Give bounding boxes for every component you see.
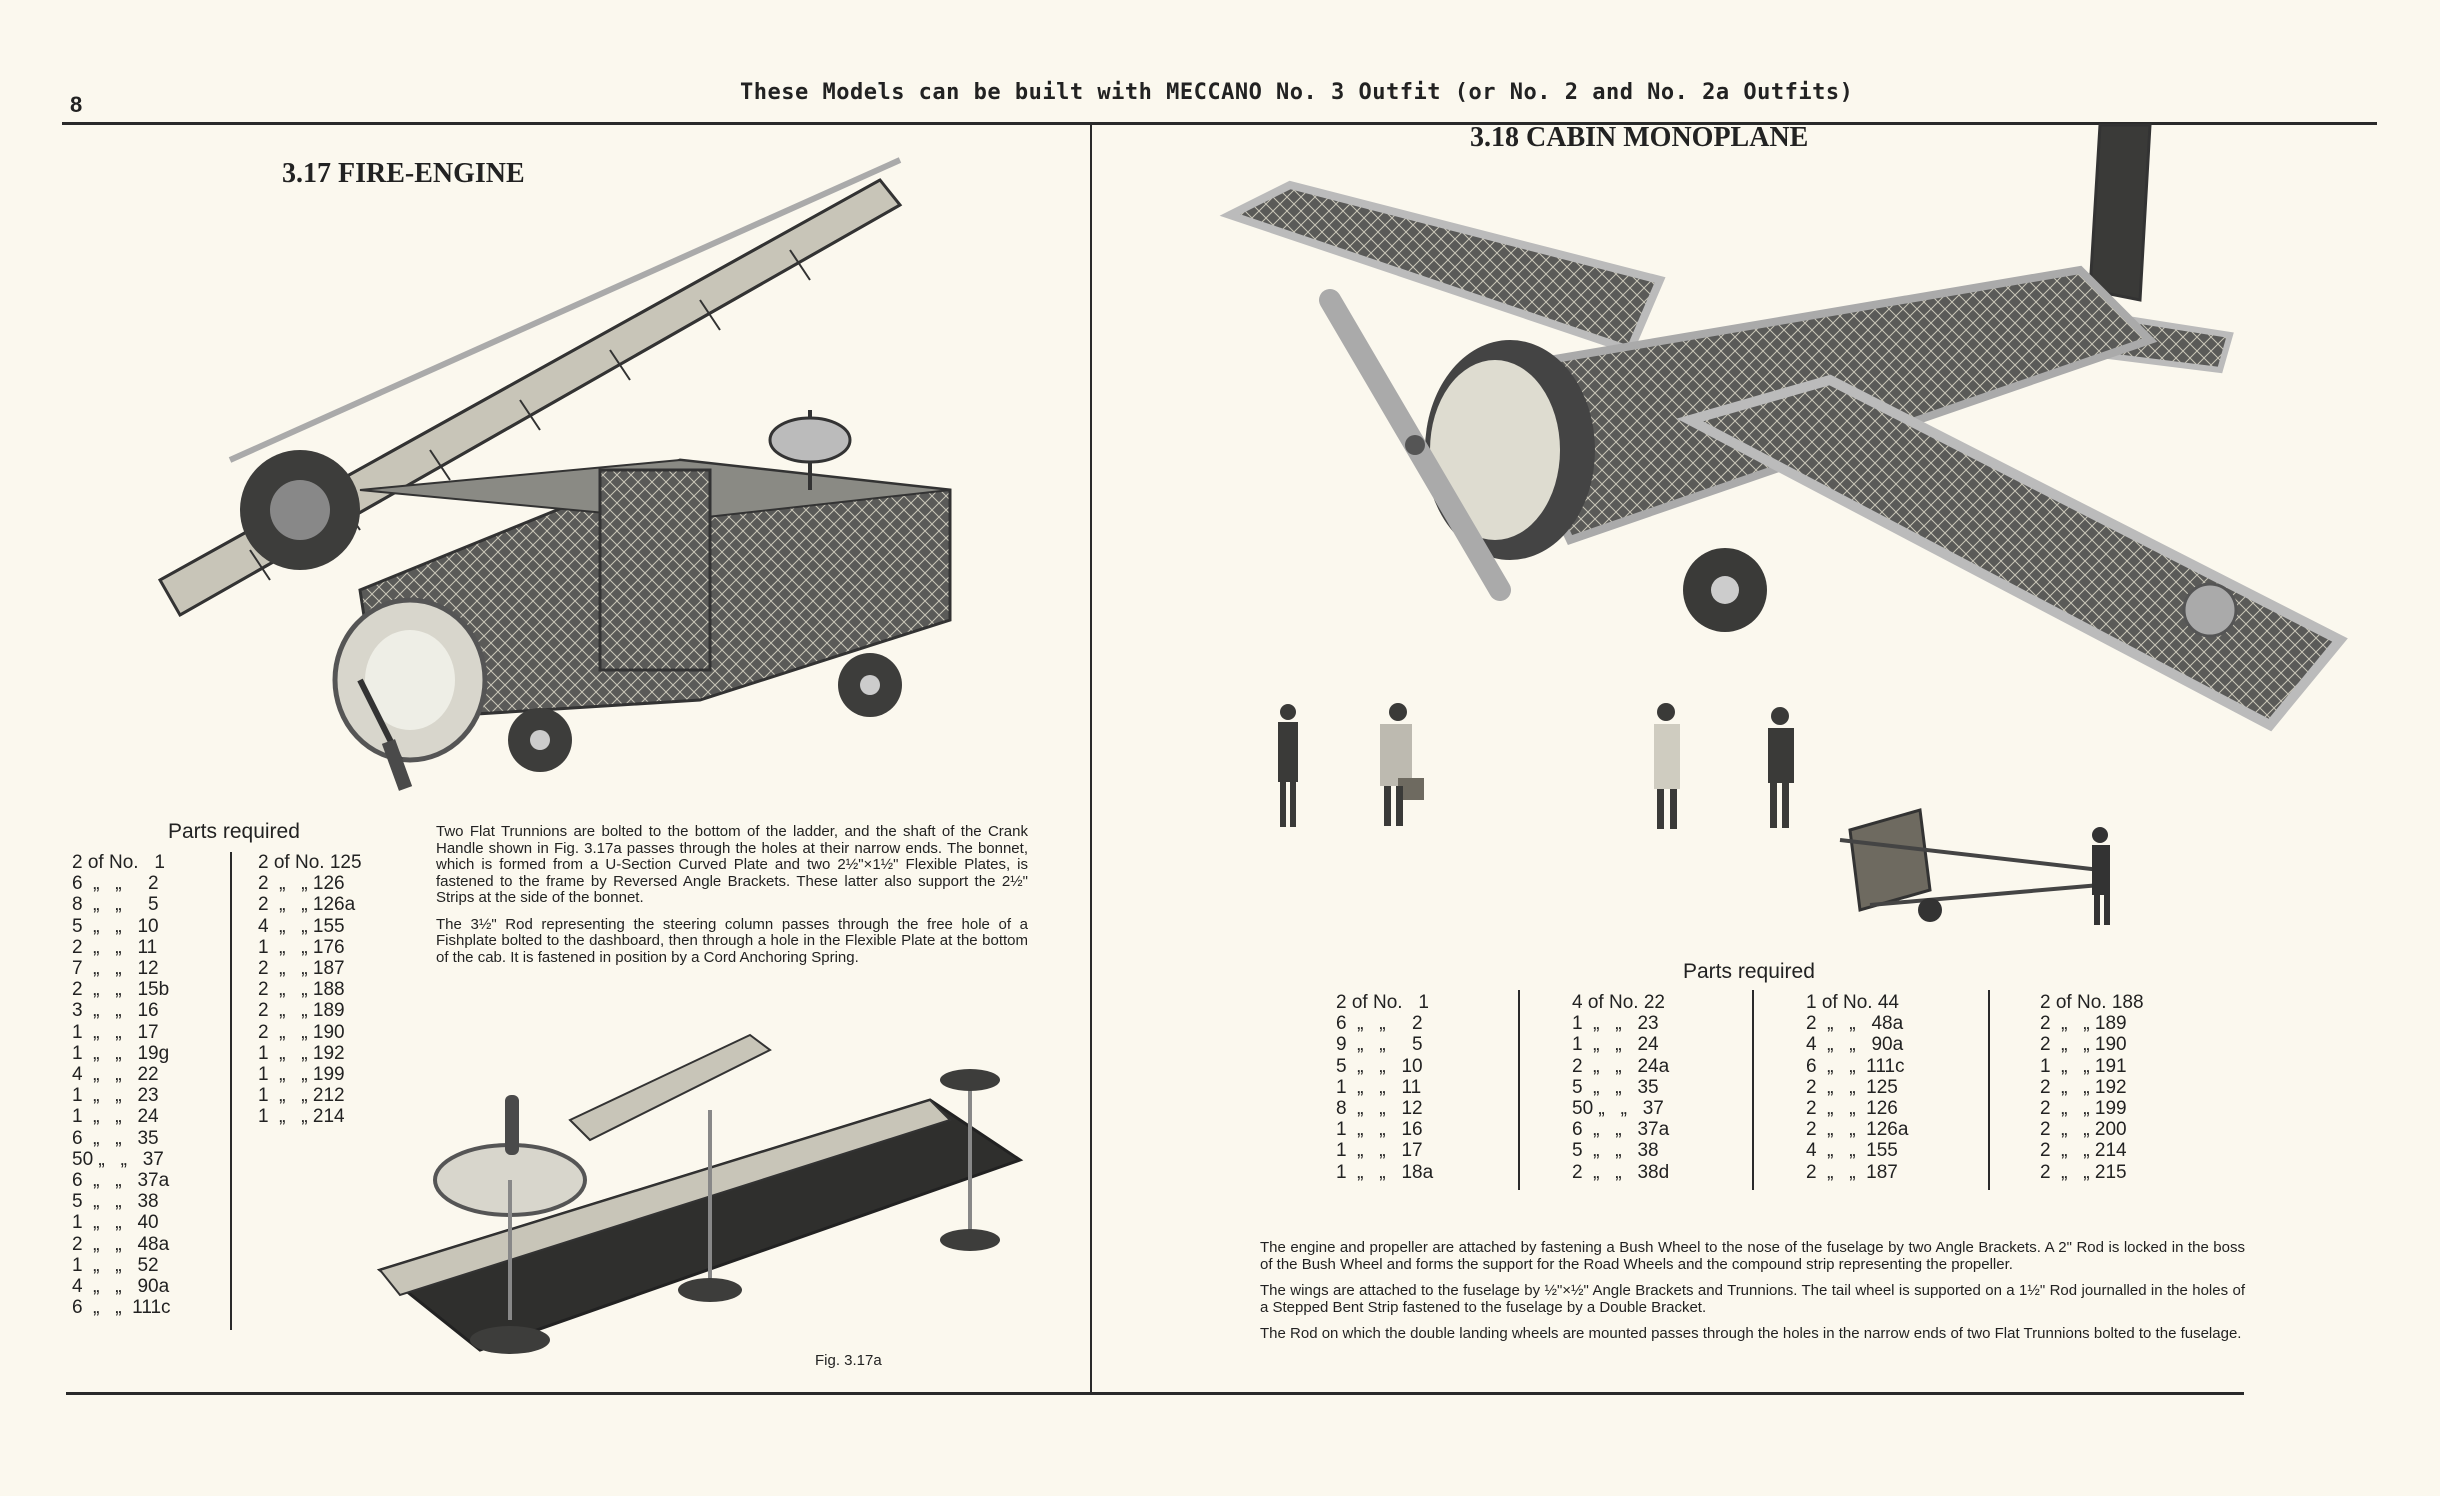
fire-engine-illustration — [157, 157, 952, 791]
monoplane-paragraph-3: The Rod on which the double landing whee… — [1260, 1325, 2242, 1342]
page-number: 8 — [70, 92, 83, 117]
fire-engine-underside-illustration — [376, 1033, 1024, 1354]
monoplane-illustration — [1219, 123, 2348, 732]
monoplane-parts-heading: Parts required — [1683, 960, 1815, 983]
fire-engine-description: Two Flat Trunnions are bolted to the bot… — [436, 823, 1028, 976]
monoplane-title: 3.18 CABIN MONOPLANE — [1470, 122, 1809, 153]
fig-caption: Fig. 3.17a — [815, 1352, 882, 1369]
figures-illustration — [1278, 703, 1794, 829]
monoplane-divider-2 — [1752, 990, 1754, 1190]
monoplane-parts-list-3: 1 of No. 44 2 „ „ 48a 4 „ „ 90a 6 „ „ 11… — [1806, 992, 1909, 1183]
monoplane-description: The engine and propeller are attached by… — [1260, 1239, 2245, 1353]
header-rule — [62, 122, 2377, 125]
monoplane-parts-list-1: 2 of No. 1 6 „ „ 2 9 „ „ 5 5 „ „ 10 1 „ … — [1336, 992, 1434, 1183]
monoplane-paragraph-2: The wings are attached to the fuselage b… — [1260, 1282, 2245, 1316]
page-header: These Models can be built with MECCANO N… — [740, 80, 1854, 105]
footer-rule — [66, 1392, 2244, 1395]
fire-engine-parts-heading: Parts required — [168, 820, 300, 843]
fire-engine-title: 3.17 FIRE-ENGINE — [282, 158, 525, 189]
monoplane-divider-3 — [1988, 990, 1990, 1190]
fire-engine-parts-list-1: 2 of No. 1 6 „ „ 2 8 „ „ 5 5 „ „ 10 2 „ … — [72, 852, 171, 1319]
fire-engine-parts-divider — [230, 852, 232, 1330]
monoplane-parts-list-2: 4 of No. 22 1 „ „ 23 1 „ „ 24 2 „ „ 24a … — [1572, 992, 1670, 1183]
monoplane-paragraph-1: The engine and propeller are attached by… — [1260, 1239, 2245, 1273]
fire-engine-paragraph-2: The 3½" Rod representing the steering co… — [436, 915, 1028, 966]
center-divider — [1090, 122, 1092, 1392]
monoplane-divider-1 — [1518, 990, 1520, 1190]
monoplane-parts-list-4: 2 of No. 188 2 „ „ 189 2 „ „ 190 1 „ „ 1… — [2040, 992, 2144, 1183]
luggage-trolley-illustration — [1839, 808, 2110, 925]
fire-engine-paragraph-1: Two Flat Trunnions are bolted to the bot… — [436, 823, 1028, 906]
fire-engine-parts-list-2: 2 of No. 125 2 „ „ 126 2 „ „ 126a 4 „ „ … — [258, 852, 362, 1128]
